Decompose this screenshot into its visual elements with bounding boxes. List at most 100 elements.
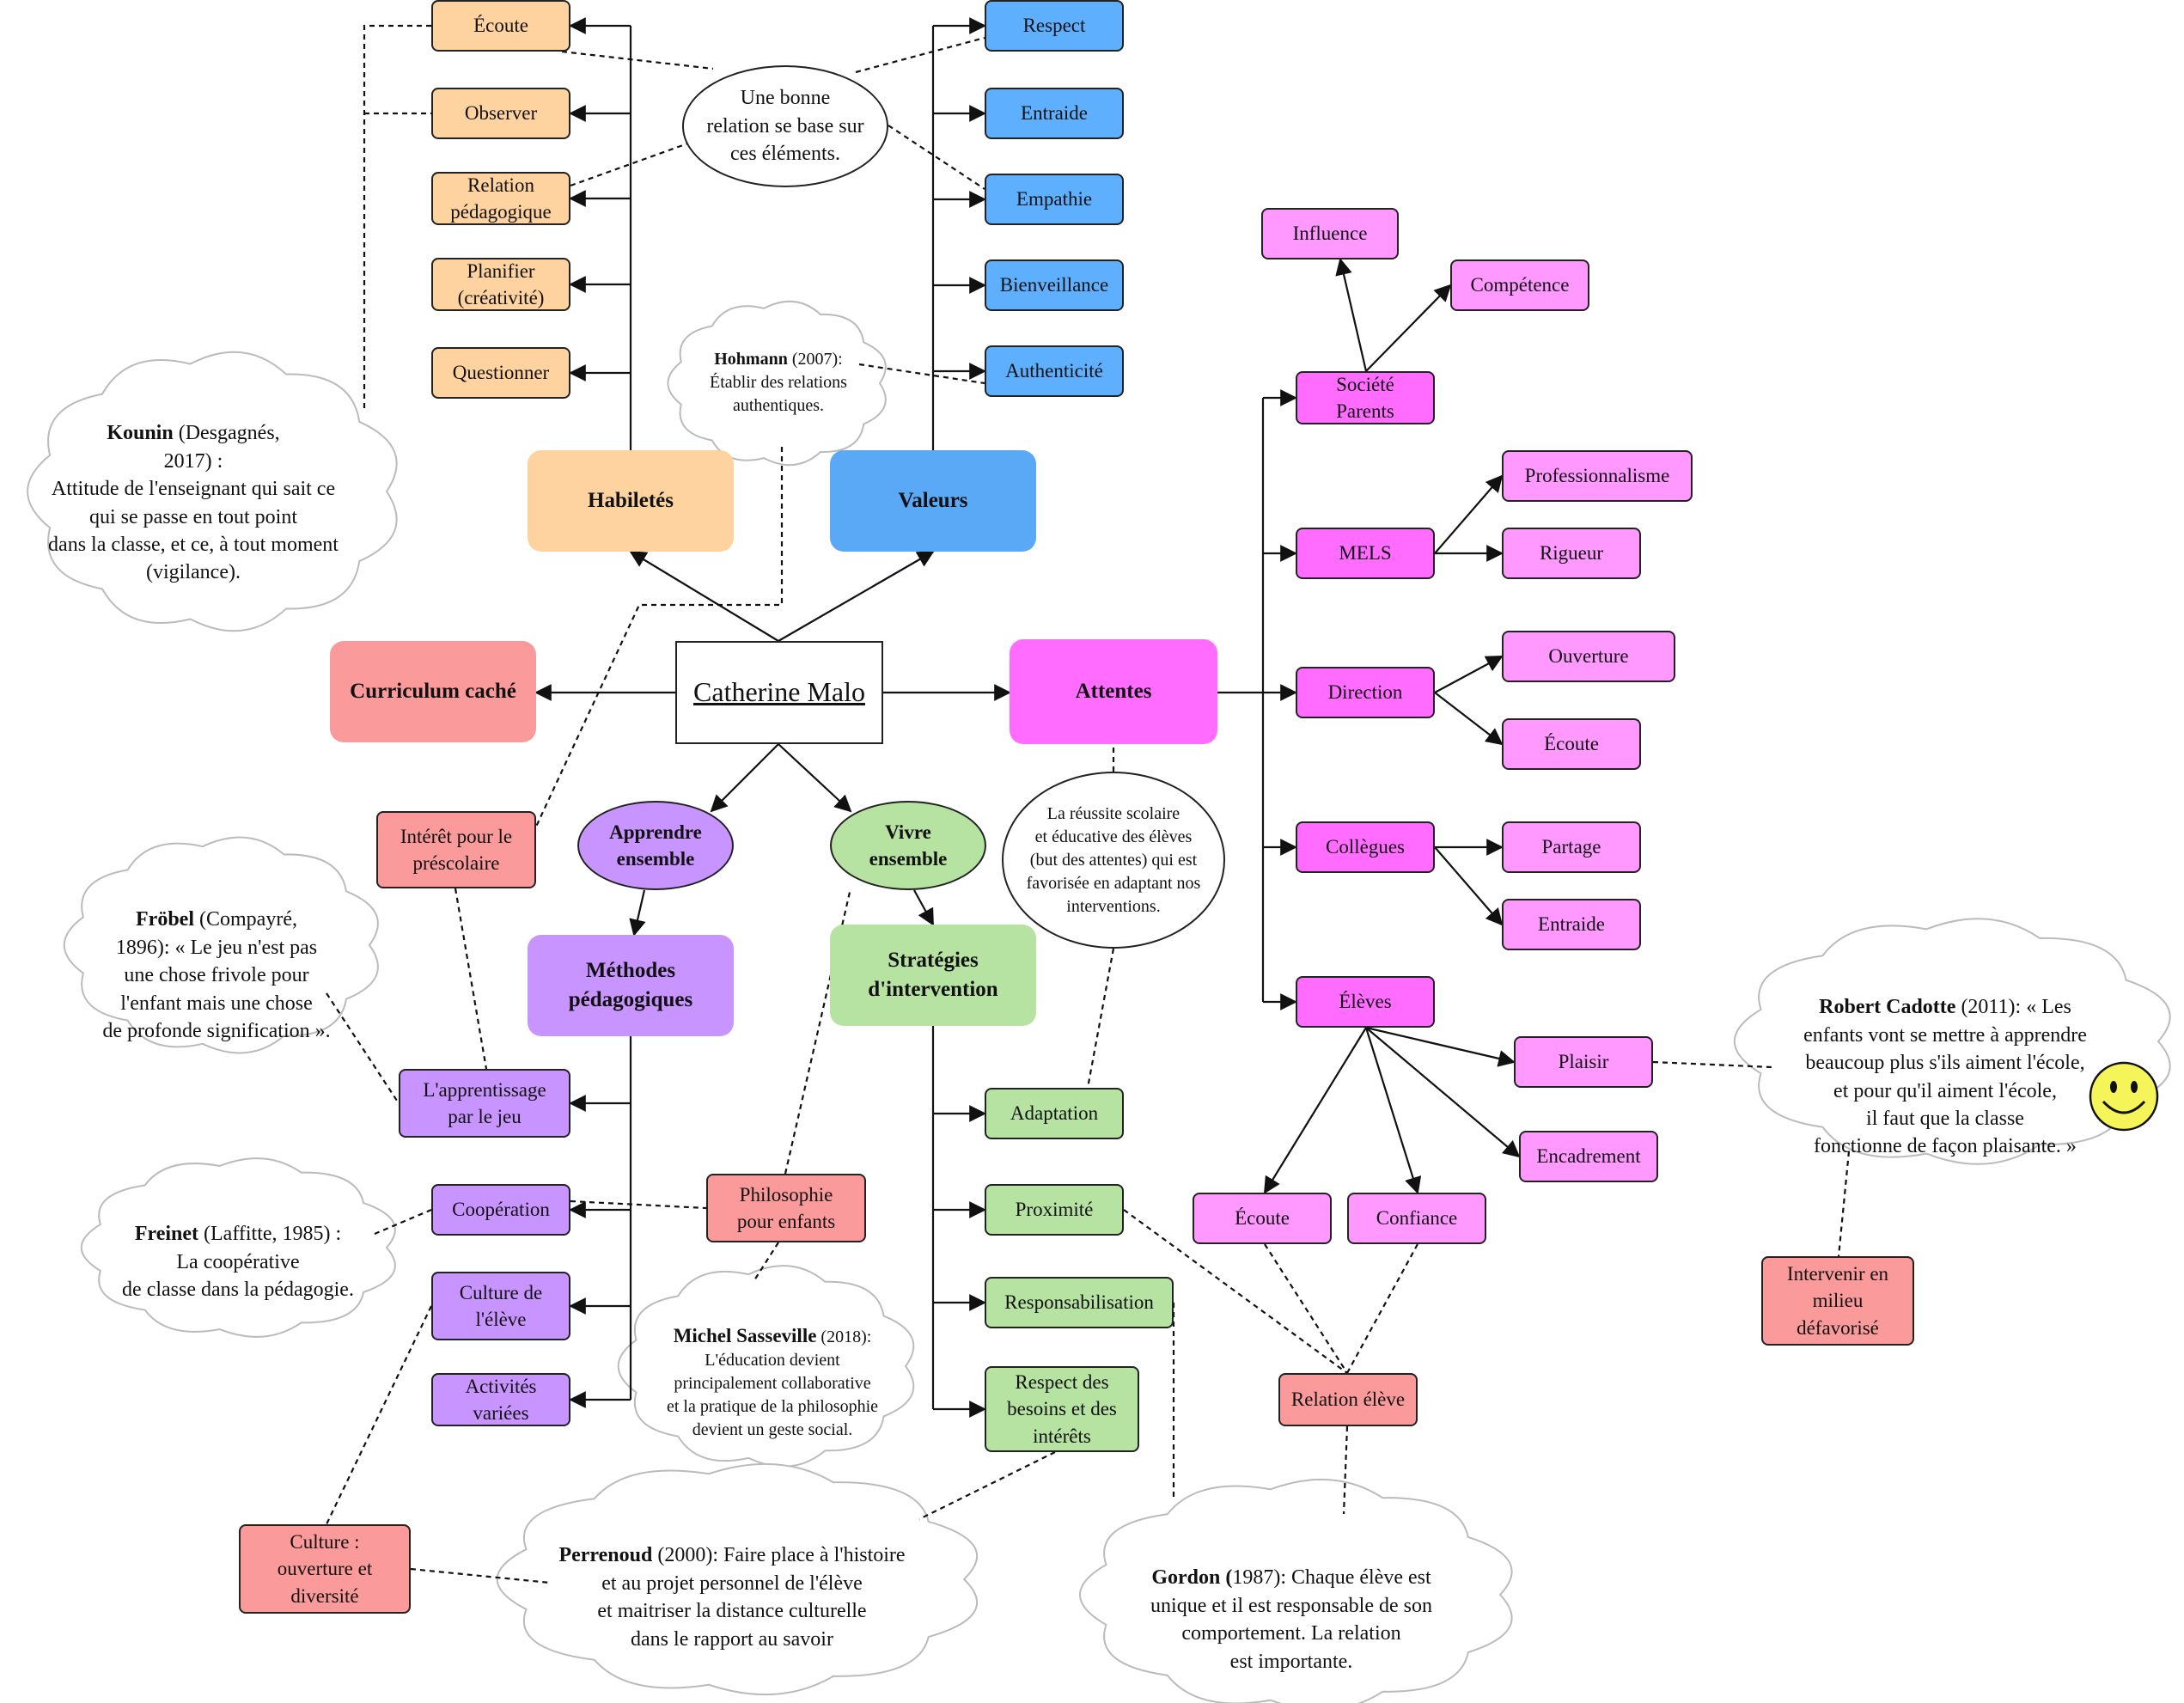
attente-encadrement[interactable]: Encadrement	[1519, 1131, 1658, 1182]
dash-kounin-habiletes	[363, 24, 431, 411]
apprendre-to-methodes	[629, 889, 646, 937]
perrenoud-note: Perrenoud (2000): Faire place à l'histoi…	[558, 1544, 906, 1651]
cadotte-cloud	[1734, 918, 2171, 1165]
habilete-questionner[interactable]: Questionner	[431, 347, 570, 399]
dash-confiance-relation	[1346, 1243, 1418, 1374]
attente-ouverture[interactable]: Ouverture	[1502, 631, 1675, 682]
valeur-authenticite[interactable]: Authenticité	[985, 345, 1124, 397]
collegues-to-entraide	[1434, 846, 1504, 926]
dash-relationpeda-relation	[570, 136, 705, 187]
culture-ouverture-box[interactable]: Culture : ouverture et diversité	[239, 1524, 411, 1614]
valeur-respect[interactable]: Respect	[985, 0, 1124, 52]
dash-plaisir-cadotte	[1652, 1060, 1772, 1069]
sasseville-note: Michel Sasseville (2018): L'éducation de…	[666, 1325, 879, 1440]
sasseville-cloud	[617, 1265, 915, 1468]
attente-ecoute-eleves[interactable]: Écoute	[1193, 1193, 1332, 1244]
center-node[interactable]: Catherine Malo	[675, 641, 883, 744]
strategies-intervention-node[interactable]: Stratégies d'intervention	[830, 925, 1036, 1026]
valeur-bienveillance[interactable]: Bienveillance	[985, 259, 1124, 311]
dash-frobel-jeu	[326, 992, 400, 1104]
strategie-adaptation[interactable]: Adaptation	[985, 1088, 1124, 1139]
dash-ecoute-relation	[561, 50, 714, 70]
habilete-observer[interactable]: Observer	[431, 88, 570, 139]
dash-ecoute-relation	[1264, 1243, 1348, 1374]
attente-direction[interactable]: Direction	[1296, 667, 1435, 718]
vivre-to-strategies	[913, 889, 934, 926]
habiletes-node[interactable]: Habiletés	[528, 450, 734, 552]
dash-hohmann-interet	[535, 447, 784, 827]
smiley-face-icon	[2089, 1061, 2159, 1132]
vivre-ensemble-node[interactable]: Vivre ensemble	[830, 801, 986, 890]
apprendre-ensemble-node[interactable]: Apprendre ensemble	[577, 801, 734, 890]
intervenir-milieu-defavorise-box[interactable]: Intervenir en milieu défavorisé	[1761, 1256, 1914, 1346]
habilete-planifier[interactable]: Planifier (créativité)	[431, 258, 570, 311]
dash-hohmann-authenticite	[858, 363, 985, 385]
attente-competence[interactable]: Compétence	[1450, 259, 1589, 311]
mels-to-professionnalisme	[1434, 474, 1504, 554]
freinet-author: Freinet	[134, 1223, 199, 1246]
perrenoud-cloud	[496, 1462, 979, 1696]
methode-cooperation[interactable]: Coopération	[431, 1184, 570, 1236]
methode-apprentissage-par-le-jeu[interactable]: L'apprentissage par le jeu	[399, 1069, 570, 1138]
gordon-cloud	[1079, 1478, 1513, 1703]
center-to-vivre	[778, 743, 852, 813]
societe-to-influence	[1335, 258, 1368, 372]
attente-ecoute-direction[interactable]: Écoute	[1502, 718, 1641, 770]
strategie-respect-besoins[interactable]: Respect des besoins et des intérêts	[985, 1366, 1139, 1452]
valeurs-node[interactable]: Valeurs	[830, 450, 1036, 552]
attente-eleves[interactable]: Élèves	[1296, 976, 1435, 1028]
valeur-empathie[interactable]: Empathie	[985, 174, 1124, 225]
cadotte-author: Robert Cadotte	[1819, 996, 1956, 1019]
attente-societe-parents[interactable]: Société Parents	[1296, 371, 1435, 424]
dash-interet-jeu	[454, 888, 488, 1070]
dash-culture-perrenoud	[410, 1567, 551, 1584]
habilete-ecoute[interactable]: Écoute	[431, 0, 570, 52]
attente-plaisir[interactable]: Plaisir	[1514, 1036, 1653, 1088]
methodes-pedagogiques-node[interactable]: Méthodes pédagogiques	[528, 935, 734, 1036]
strategie-responsabilisation[interactable]: Responsabilisation	[985, 1277, 1174, 1328]
dash-respect-relation	[855, 36, 985, 74]
attente-entraide[interactable]: Entraide	[1502, 899, 1641, 950]
frobel-note: Fröbel (Compayré, 1896): « Le jeu n'est …	[102, 908, 331, 1042]
reussite-scolaire-note: La réussite scolaire et éducative des él…	[1002, 772, 1225, 949]
attentes-node[interactable]: Attentes	[1010, 639, 1217, 744]
eleves-to-ecoute	[1263, 1027, 1367, 1194]
lines-layer	[326, 17, 1851, 1584]
valeur-entraide[interactable]: Entraide	[985, 88, 1124, 139]
hohmann-cloud	[667, 300, 887, 467]
attente-influence[interactable]: Influence	[1261, 208, 1399, 259]
dash-philosophie-vivre	[784, 888, 852, 1175]
frobel-author: Fröbel	[136, 908, 194, 931]
habilete-relation-pedagogique[interactable]: Relation pédagogique	[431, 172, 570, 225]
dash-reussite-adaptation	[1086, 948, 1115, 1089]
philosophie-pour-enfants-box[interactable]: Philosophie pour enfants	[706, 1174, 866, 1242]
attente-mels[interactable]: MELS	[1296, 528, 1435, 579]
dash-proximite-relation	[1123, 1209, 1348, 1374]
frobel-cloud	[63, 836, 379, 1054]
center-to-valeurs	[778, 551, 935, 642]
curriculum-cache-node[interactable]: Curriculum caché	[330, 641, 536, 742]
eleves-to-encadrement	[1365, 1027, 1521, 1158]
attente-confiance[interactable]: Confiance	[1347, 1193, 1486, 1244]
attente-professionnalisme[interactable]: Professionnalisme	[1502, 450, 1693, 502]
methode-activites-variees[interactable]: Activités variées	[431, 1373, 570, 1426]
perrenoud-author: Perrenoud	[558, 1544, 653, 1567]
attente-collegues[interactable]: Collègues	[1296, 821, 1435, 873]
cadotte-note: Robert Cadotte (2011): « Les enfants von…	[1803, 996, 2087, 1158]
strategie-proximite[interactable]: Proximité	[985, 1184, 1124, 1236]
center-to-apprendre	[710, 743, 779, 813]
sasseville-author: Michel Sasseville	[673, 1325, 817, 1346]
attente-rigueur[interactable]: Rigueur	[1502, 528, 1641, 579]
interet-prescolaire-box[interactable]: Intérêt pour le préscolaire	[376, 811, 536, 888]
relation-eleve-box[interactable]: Relation élève	[1278, 1373, 1418, 1426]
hohmann-author: Hohmann	[714, 350, 788, 369]
gordon-note: Gordon (1987): Chaque élève est unique e…	[1150, 1566, 1432, 1673]
direction-to-ecoute	[1434, 692, 1504, 746]
eleves-to-plaisir	[1365, 1026, 1516, 1067]
dash-philosophie-sasseville	[753, 1242, 779, 1281]
attente-partage[interactable]: Partage	[1502, 821, 1641, 873]
clouds-layer	[27, 300, 2171, 1703]
kounin-author: Kounin	[107, 422, 174, 445]
methode-culture-eleve[interactable]: Culture de l'élève	[431, 1272, 570, 1340]
